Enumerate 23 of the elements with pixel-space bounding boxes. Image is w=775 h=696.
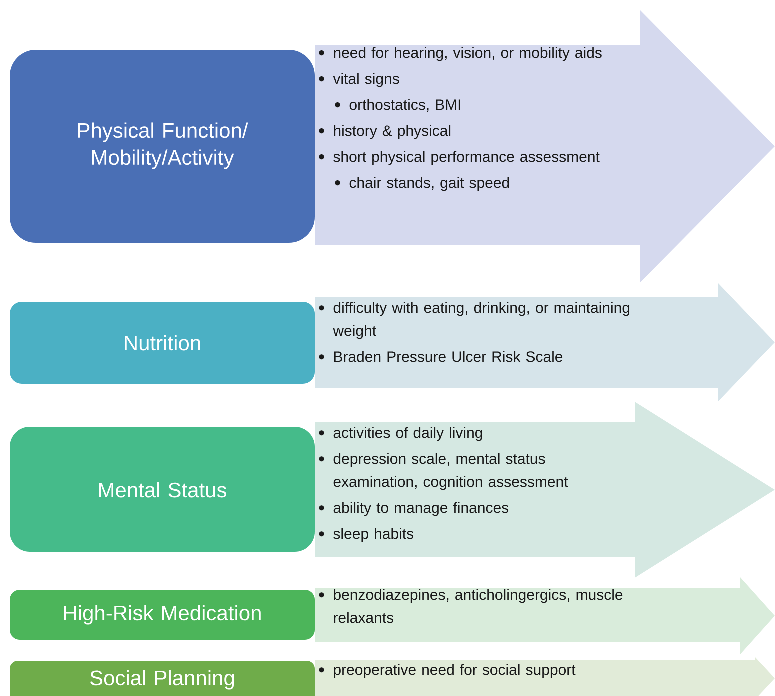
bullet-item: activities of daily living <box>319 427 482 442</box>
bullet-item: vital signs <box>319 73 400 88</box>
bullet-item: chair stands, gait speed <box>335 177 510 192</box>
bullet-item: preoperative need for social support <box>319 664 576 678</box>
arrow-shape <box>315 657 775 696</box>
bullet-item: orthostatics, BMI <box>335 99 460 112</box>
bullet-item: benzodiazepines, anticholingergics, muscle relaxants <box>319 589 623 624</box>
arrow-shape <box>315 402 775 578</box>
bullet-item: Braden Pressure Ulcer Risk Scale <box>319 351 563 362</box>
bullet-item: difficulty with eating, drinking, or maintaining weight <box>319 302 630 340</box>
category-box: Physical Function/ Mobility/Activity <box>10 50 315 243</box>
arrow-shape <box>315 577 775 655</box>
category-box: Mental Status <box>10 427 315 552</box>
bullet-item: history & physical <box>319 125 451 140</box>
arrow-shape <box>315 283 775 402</box>
category-box: Nutrition <box>10 302 315 384</box>
bullet-item: need for hearing, vision, or mobility aids <box>319 47 602 62</box>
category-box: High-Risk Medication <box>10 590 315 640</box>
bullet-item: short physical performance assessment <box>319 151 600 166</box>
category-box: Social Planning <box>10 661 315 696</box>
bullet-item: sleep habits <box>319 528 414 542</box>
bullet-item: ability to manage finances <box>319 502 509 516</box>
arrow-shape <box>315 10 775 283</box>
